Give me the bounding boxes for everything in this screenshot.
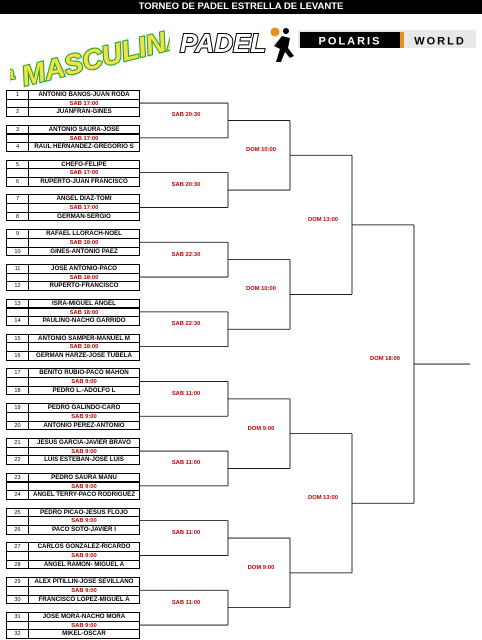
quarterfinal-time: DOM 9:00 [247, 425, 275, 432]
team-name: RUPERTO-FRANCISCO [28, 281, 140, 292]
team-name: FRANCISCO LOPEZ-MIGUEL A [28, 594, 140, 605]
team-name: PEDRO L.-ADOLFO L [28, 385, 140, 396]
seed-number: 30 [6, 594, 29, 605]
team-name: RAUL HERNANDEZ-GREGORIO S [28, 142, 140, 152]
team-name: LUIS ESTEBAN-JOSE LUIS [28, 455, 140, 466]
seed-number: 2 [6, 107, 29, 118]
semifinal-time: DOM 13:00 [308, 216, 338, 223]
seed-number: 26 [6, 525, 29, 535]
team-name: ANGEL TERRY-PACO RODRIGUEZ [28, 490, 140, 500]
final-time: DOM 18:00 [370, 356, 400, 363]
seed-number: 24 [6, 490, 29, 500]
team-name: RUPERTO-JUAN FRANCISCO [28, 177, 140, 187]
seed-number: 8 [6, 211, 29, 222]
round2-time: SAB 11:00 [171, 460, 201, 467]
category-title-text: 3ª MASCULINA [10, 24, 170, 96]
round2-time: SAB 20:30 [171, 112, 201, 119]
team-name: GERMAN HARZE-JOSE TUBELA [28, 351, 140, 361]
seed-number: 22 [6, 455, 29, 466]
round2-time: SAB 11:00 [171, 599, 201, 606]
logo-padel-text: PADEL [180, 28, 266, 58]
seed-number: 28 [6, 559, 29, 570]
seed-number: 20 [6, 420, 29, 431]
team-name: MIKEL-OSCAR [28, 629, 140, 640]
seed-number: 10 [6, 246, 29, 257]
padel-player-icon [270, 27, 294, 62]
logo-world-text: WORLD [414, 36, 466, 48]
round2-time: SAB 11:00 [171, 530, 201, 537]
seed-number: 14 [6, 316, 29, 326]
round2-time: SAB 22:30 [171, 251, 201, 258]
team-name: GINES-ANTONIO PAEZ [28, 246, 140, 257]
team-name: ANGEL RAMON- MIGUEL A [28, 559, 140, 570]
team-name: JUANFRAN-GINES [28, 107, 140, 118]
quarterfinal-time: DOM 10:00 [246, 286, 276, 293]
team-name: PACO SOTO-JAVIER I [28, 525, 140, 535]
seed-number: 4 [6, 142, 29, 152]
tournament-title: TORNEO DE PADEL ESTRELLA DE LEVANTE [0, 0, 482, 14]
round2-time: SAB 22:30 [171, 321, 201, 328]
semifinal-time: DOM 13:00 [308, 495, 338, 502]
team-name: GERMAN-SERGIO [28, 211, 140, 222]
padel-polaris-world-logo: PADEL POLARIS WORLD [179, 27, 476, 62]
seed-number: 6 [6, 177, 29, 187]
round2-time: SAB 11:00 [171, 390, 201, 397]
seed-number: 18 [6, 385, 29, 396]
category-title: 3ª MASCULINA [10, 24, 170, 96]
quarterfinal-time: DOM 10:00 [246, 147, 276, 154]
team-name: PAULINO-NACHO GARRIDO [28, 316, 140, 326]
logo-polaris-text: POLARIS [319, 36, 382, 48]
quarterfinal-time: DOM 9:00 [247, 564, 275, 571]
round2-time: SAB 20:30 [171, 182, 201, 189]
team-name: ANTONIO PEREZ-ANTONIO [28, 420, 140, 431]
seed-number: 32 [6, 629, 29, 640]
seed-number: 16 [6, 351, 29, 361]
seed-number: 12 [6, 281, 29, 292]
